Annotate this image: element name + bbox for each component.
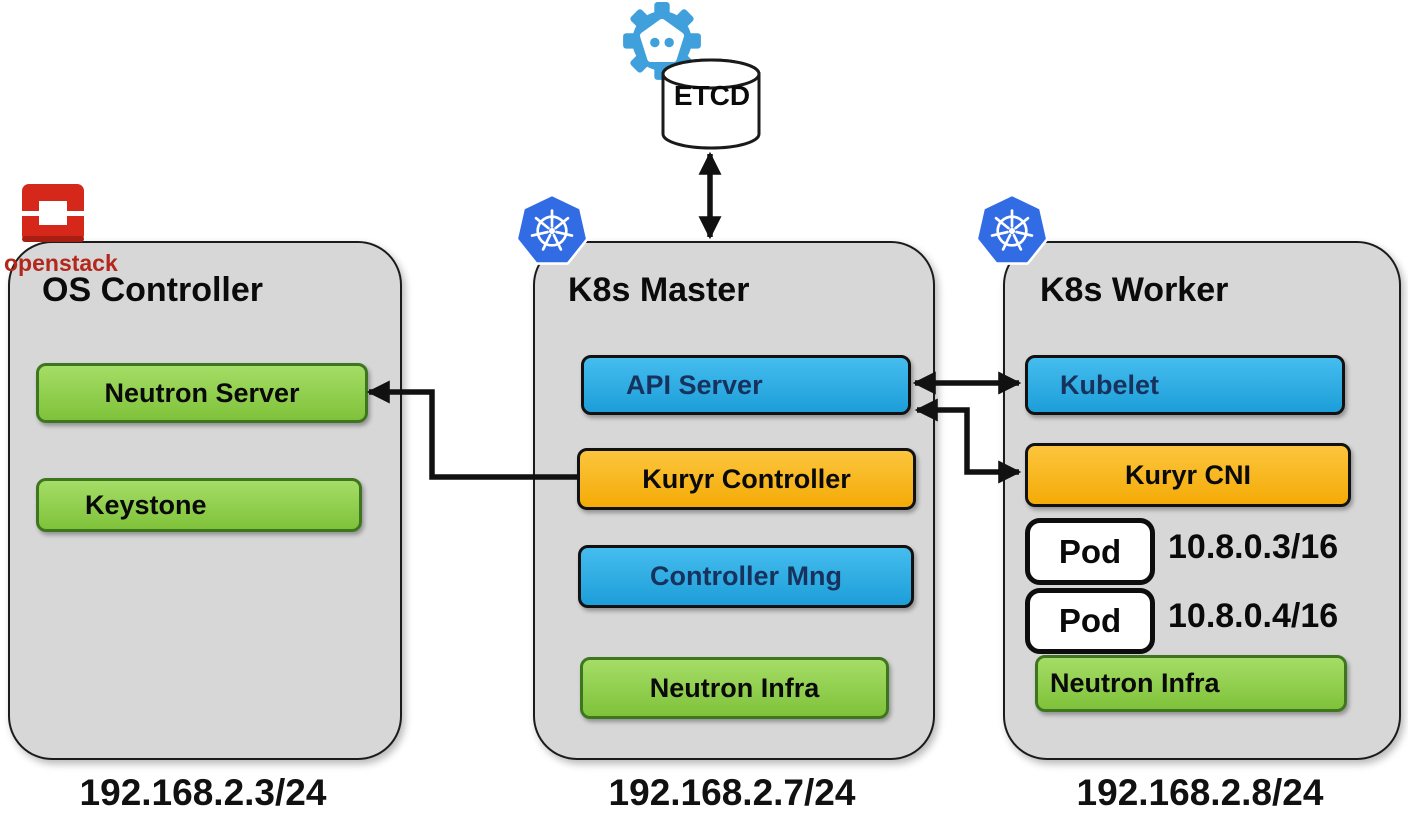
pod-box-2: Pod bbox=[1025, 588, 1155, 654]
api-server-label: API Server bbox=[626, 369, 763, 400]
component-controller-mng: Controller Mng bbox=[578, 545, 914, 608]
kuryr-controller-label: Kuryr Controller bbox=[642, 463, 851, 494]
component-kuryr-controller: Kuryr Controller bbox=[577, 448, 916, 510]
neutron-infra-worker-label: Neutron Infra bbox=[1050, 668, 1220, 698]
component-api-server: API Server bbox=[581, 355, 911, 415]
neutron-server-label: Neutron Server bbox=[104, 377, 300, 408]
component-neutron-infra-worker: Neutron Infra bbox=[1035, 655, 1347, 712]
component-neutron-infra-master: Neutron Infra bbox=[580, 657, 889, 719]
kuryr-cni-label: Kuryr CNI bbox=[1124, 459, 1252, 490]
pod-box-1: Pod bbox=[1025, 518, 1155, 585]
kubernetes-logo-icon-master bbox=[515, 193, 589, 265]
component-kuryr-cni: Kuryr CNI bbox=[1025, 443, 1351, 507]
k8s-worker-ip: 192.168.2.8/24 bbox=[1076, 772, 1324, 813]
k8s-master-title: K8s Master bbox=[568, 271, 750, 309]
neutron-infra-master-label: Neutron Infra bbox=[649, 672, 820, 703]
etcd-label: ETCD bbox=[673, 80, 751, 111]
component-neutron-server: Neutron Server bbox=[36, 363, 368, 423]
component-keystone: Keystone bbox=[36, 478, 362, 532]
pod-1-ip: 10.8.0.3/16 bbox=[1168, 528, 1339, 566]
openstack-wordmark: openstack bbox=[4, 250, 118, 276]
etcd-database-cylinder bbox=[661, 58, 761, 150]
kubelet-label: Kubelet bbox=[1060, 369, 1160, 400]
k8s-worker-title: K8s Worker bbox=[1040, 271, 1229, 309]
keystone-label: Keystone bbox=[85, 489, 207, 520]
kubernetes-logo-icon-worker bbox=[975, 193, 1049, 265]
pod-2-ip: 10.8.0.4/16 bbox=[1168, 597, 1339, 635]
controller-mng-label: Controller Mng bbox=[650, 561, 842, 591]
pod-1-label: Pod bbox=[1058, 532, 1122, 570]
openstack-logo-icon bbox=[20, 184, 88, 242]
component-kubelet: Kubelet bbox=[1025, 355, 1345, 415]
pod-2-label: Pod bbox=[1058, 602, 1122, 639]
os-controller-title: OS Controller bbox=[42, 271, 264, 309]
k8s-master-ip: 192.168.2.7/24 bbox=[608, 772, 856, 813]
os-controller-ip: 192.168.2.3/24 bbox=[79, 772, 327, 813]
